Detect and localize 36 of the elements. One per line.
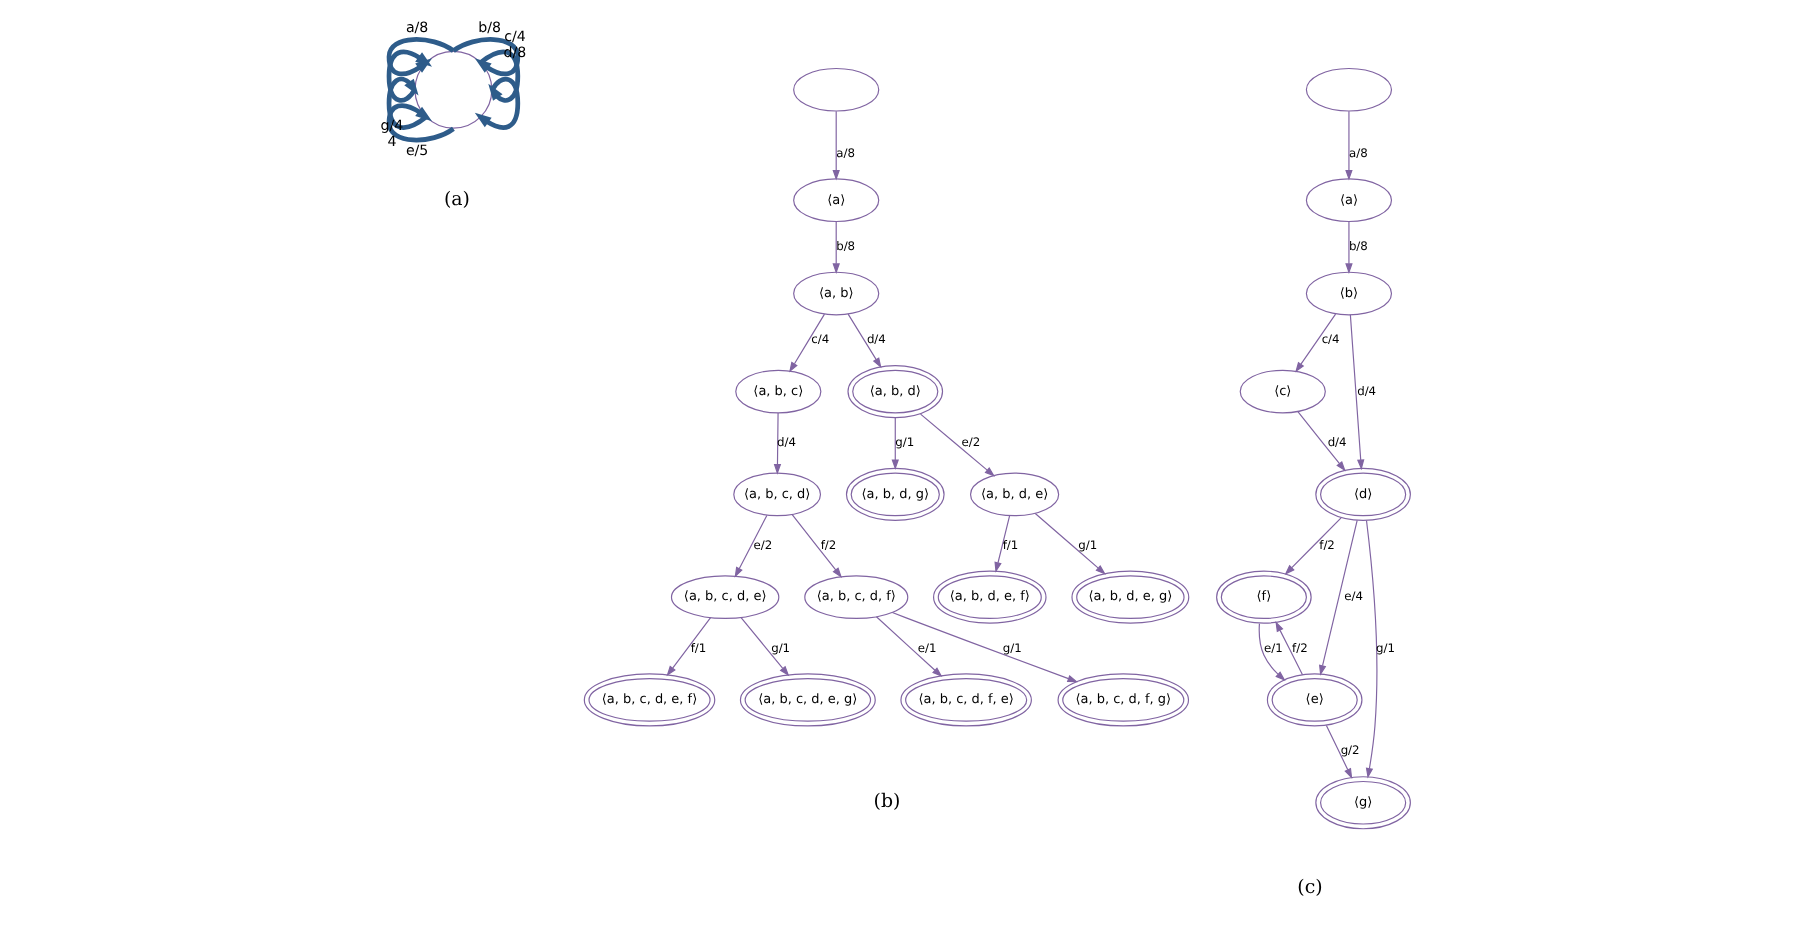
node-ellipse	[1305, 67, 1393, 112]
arrow	[791, 513, 843, 578]
arrow	[847, 313, 882, 369]
arrow	[1345, 110, 1353, 181]
arrow	[891, 611, 1079, 683]
arrow	[1365, 519, 1378, 779]
arrow	[875, 616, 943, 678]
node-ellipse	[793, 67, 880, 112]
arrow	[1295, 313, 1337, 373]
arrow	[1034, 512, 1106, 575]
arrow	[789, 313, 826, 373]
arrow	[1284, 517, 1342, 576]
label: (c)	[1297, 877, 1323, 900]
arrow	[832, 221, 840, 274]
arrow	[920, 413, 996, 477]
arrow	[1258, 623, 1286, 682]
arrow	[666, 617, 712, 677]
arrow	[734, 514, 768, 578]
arrow	[386, 49, 433, 103]
arrow	[740, 617, 790, 677]
arrow	[891, 417, 899, 471]
arrow	[832, 110, 840, 181]
arrow	[1297, 411, 1346, 472]
arrow	[773, 412, 782, 475]
arrow	[994, 515, 1011, 573]
arrow	[474, 76, 521, 130]
arrow	[1325, 724, 1353, 780]
label: (b)	[873, 791, 901, 814]
arrow	[386, 103, 455, 143]
arrow	[452, 37, 521, 77]
arrow	[1275, 621, 1304, 676]
arrow	[1345, 221, 1353, 274]
arrow	[386, 37, 455, 77]
arrow	[1349, 314, 1365, 471]
label: (a)	[443, 188, 470, 211]
arrow	[1319, 519, 1358, 676]
